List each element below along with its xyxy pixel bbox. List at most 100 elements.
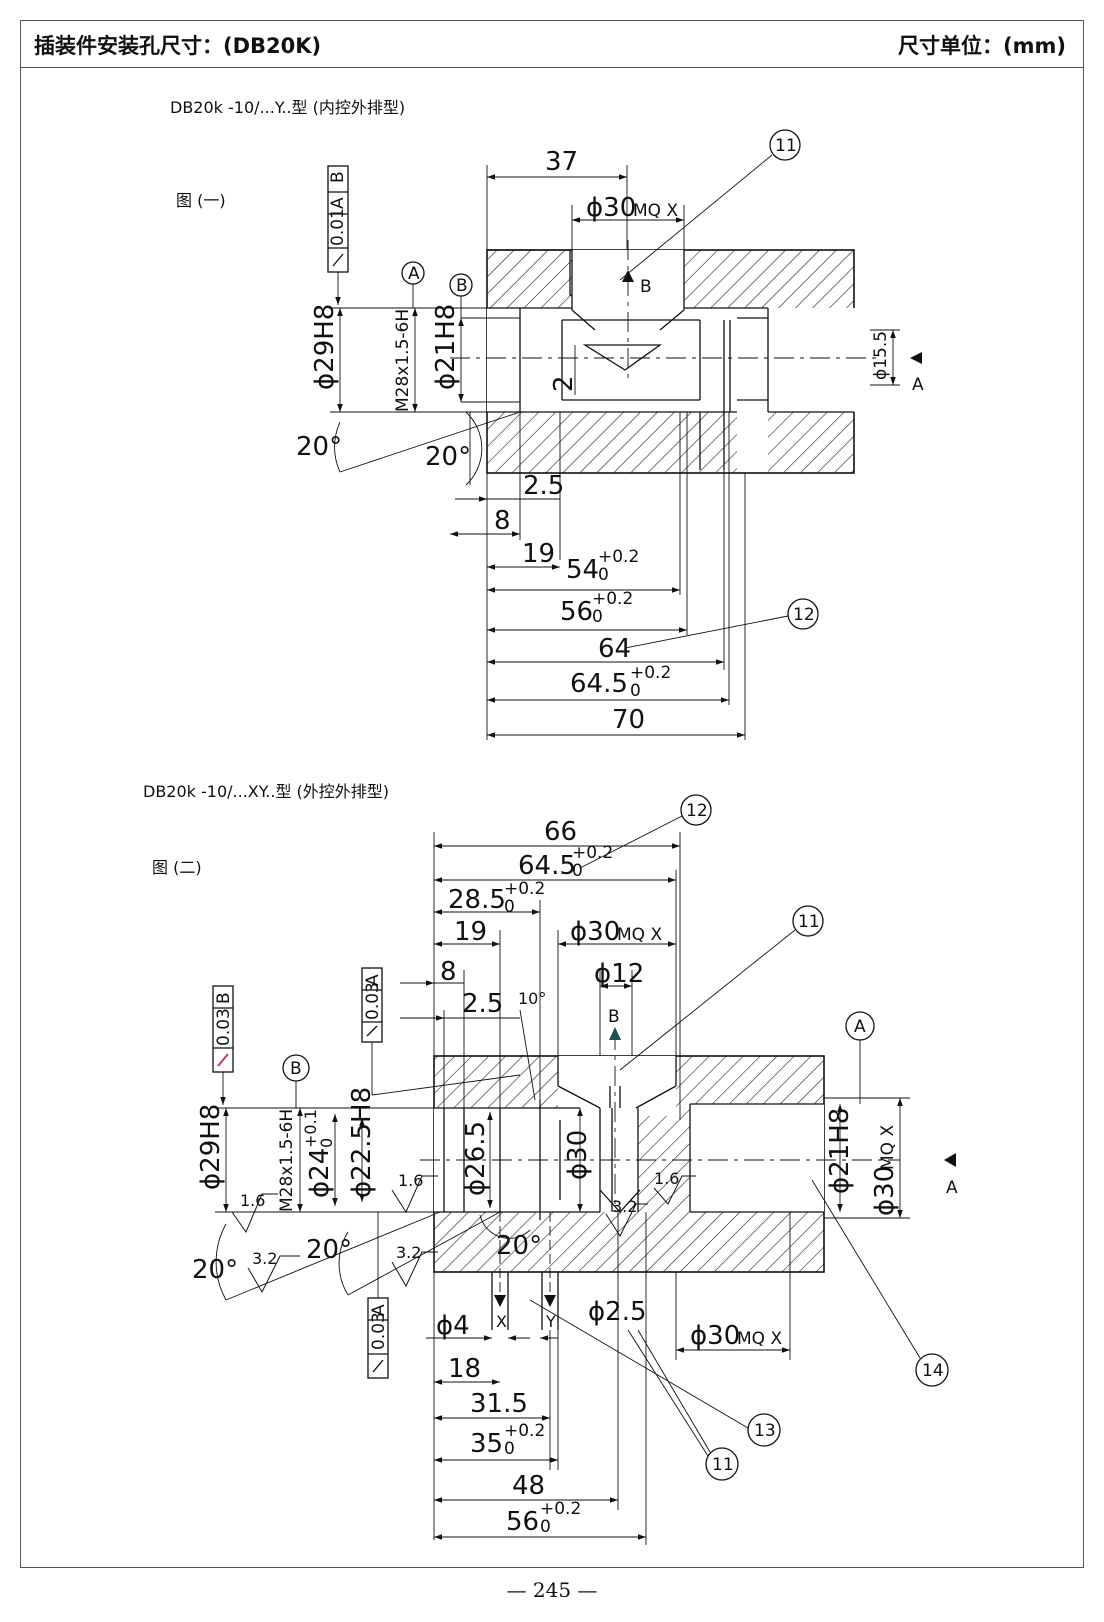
figure1-dim-54-tol-up: +0.2: [598, 547, 639, 567]
figure1-balloon-11-text: 11: [775, 136, 797, 156]
figure2-dim-24-tol-lo: 0: [317, 1138, 336, 1148]
figure2-tola2-value: 0.03: [369, 1312, 389, 1350]
figure2-port-x: X: [496, 1312, 507, 1331]
figure2-dim-56-tol-up: +0.2: [540, 1499, 581, 1519]
figure2-dim-30mq-suffix: MQ X: [617, 925, 662, 945]
figure1-balloon-11: [769, 129, 801, 161]
figure1-tol-value: 0.01: [328, 208, 348, 246]
figure2-dim-24: ϕ24: [305, 1148, 335, 1198]
figure2-dim-29: ϕ29H8: [196, 1104, 226, 1190]
page-number: — 245 —: [506, 1578, 598, 1602]
figure2-dim-56: 56: [506, 1507, 539, 1537]
figure1-dim-8: 8: [494, 506, 511, 536]
figure2-balloon-11-top: [792, 905, 824, 937]
figure2-roughness-1-6c-icon: [653, 1175, 696, 1205]
figure2-roughness-3-2a-icon: [247, 1255, 300, 1294]
figure2-roughness-1-6c: 1.6: [654, 1169, 679, 1188]
figure1-dim-54: 54: [566, 555, 599, 585]
figure2-angle-20c: 20°: [496, 1231, 542, 1261]
figure2-tolb-value: 0.03: [214, 1008, 234, 1046]
figure2-balloon-11-top-text: 11: [798, 912, 820, 932]
figure2-dim-66: 66: [544, 817, 577, 847]
figure2-dim-2-5b: ϕ2.5: [588, 1297, 647, 1327]
figure1-tol-a: A: [328, 197, 348, 209]
figure2-angle-20b: 20°: [306, 1235, 352, 1265]
figure2-dim-30b: ϕ30: [870, 1166, 900, 1216]
figure1-dim-29: ϕ29H8: [310, 304, 340, 390]
figure1-dim-64-5-tol-lo: 0: [630, 681, 641, 701]
figure2-dim-24-tol-up: +0.1: [301, 1109, 320, 1148]
figure2-dim-30b-suffix: MQ X: [878, 1125, 898, 1170]
figure2-x-arrow-icon: [494, 1295, 506, 1307]
figure2-tolerance-frame-a1: A 0.03: [361, 967, 521, 1096]
figure2-dim-30c-suffix: MQ X: [737, 1329, 782, 1349]
figure2-dim-64-5: 64.5: [518, 851, 576, 881]
figure2-roughness-1-6a-icon: [231, 1193, 278, 1234]
figure1-dim-m28: M28x1.5-6H: [393, 309, 413, 412]
figure2-tolerance-frame-a2: A 0.03: [367, 1212, 389, 1379]
figure2-balloon-13-text: 13: [754, 1421, 776, 1441]
figure2-balloon-14: [915, 1353, 949, 1387]
figure2-section-arrow-icon: [944, 1153, 956, 1167]
figure2-dim-28-5-tol-lo: 0: [504, 897, 515, 917]
figure1-dim-15-5: ϕ15.5: [871, 331, 891, 380]
page-frame: [20, 20, 1084, 1568]
figure-2: DB20k -10/...XY..型 (外控外排型) 图 (二): [143, 782, 958, 1545]
figure2-section-a: A: [946, 1178, 958, 1198]
figure1-dim-21: ϕ21H8: [431, 304, 461, 390]
figure1-caption: DB20k -10/...Y..型 (内控外排型): [170, 98, 405, 117]
figure2-dim-18: 18: [448, 1354, 481, 1384]
figure2-roughness-3-2c: 3.2: [612, 1197, 637, 1216]
figure2-tola1-a: A: [363, 974, 383, 986]
figure1-dim-2-5: 2.5: [523, 471, 564, 501]
figure2-dim-m28: M28x1.5-6H: [277, 1109, 297, 1212]
figure1-body-section: [450, 240, 880, 474]
figure1-dim-37: 37: [545, 147, 578, 177]
figure1-dim-56-tol-up: +0.2: [592, 589, 633, 609]
figure2-dim-30c: ϕ30: [690, 1321, 740, 1351]
figure2-roughness-1-6b-icon: [391, 1175, 438, 1214]
figure1-angle-20a: 20°: [296, 432, 342, 462]
figure2-dim-35-tol-up: +0.2: [504, 1421, 545, 1441]
figure2-tola1-value: 0.03: [363, 982, 383, 1020]
figure2-tolerance-frame-b: B 0.03: [212, 985, 234, 1105]
figure2-balloon-14-text: 14: [922, 1361, 944, 1381]
figure2-dim-22-5: ϕ22.5H8: [347, 1087, 377, 1198]
figure1-section-arrow-icon: [910, 352, 922, 364]
figure2-y-arrow-icon: [544, 1295, 556, 1307]
figure2-dim-64-5-tol-up: +0.2: [572, 843, 613, 863]
figure2-balloon-13: [747, 1413, 781, 1447]
figure2-dim-30mq: ϕ30: [570, 917, 620, 947]
figure2-balloon-11-bottom-text: 11: [712, 1455, 734, 1475]
figure1-section-a: A: [912, 375, 924, 395]
figure1-dim-70: 70: [612, 705, 645, 735]
figure1-datum-a-text: A: [408, 264, 420, 284]
figure-1: DB20k -10/...Y..型 (内控外排型) 图 (一): [170, 98, 924, 740]
figure2-balloon-12-text: 12: [686, 801, 708, 821]
figure2-datum-a-text: A: [854, 1017, 866, 1037]
figure2-label: 图 (二): [152, 858, 202, 877]
figure2-balloon-11-bottom: [705, 1447, 739, 1481]
figure2-dim-8: 8: [440, 957, 457, 987]
figure1-datum-b-text: B: [456, 276, 468, 296]
figure2-dim-35: 35: [470, 1429, 503, 1459]
figure2-body-section: [420, 1030, 900, 1330]
figure2-roughness-3-2b-icon: [391, 1251, 438, 1288]
figure1-dim-2: 2: [549, 375, 579, 392]
figure2-dim-48: 48: [512, 1471, 545, 1501]
figure1-balloon-12: [787, 598, 819, 630]
figure2-dim-30-center: ϕ30: [563, 1130, 593, 1180]
figure2-dim-12: ϕ12: [594, 959, 644, 989]
figure2-dim-28-5: 28.5: [448, 885, 506, 915]
figure2-roughness-3-2a: 3.2: [252, 1249, 277, 1268]
header-bar: 插装件安装孔尺寸：(DB20K) 尺寸单位：(mm): [20, 20, 1084, 68]
figure2-roughness-1-6b: 1.6: [398, 1171, 423, 1190]
figure2-datum-b-text: B: [290, 1059, 302, 1079]
figure2-b-arrow-icon: [609, 1027, 621, 1040]
figure2-caption: DB20k -10/...XY..型 (外控外排型): [143, 782, 389, 801]
figure1-b-arrow-icon: [622, 270, 634, 282]
figure2-roughness-1-6a: 1.6: [240, 1191, 265, 1210]
figure1-dim-64: 64: [598, 634, 631, 664]
figure2-dim-4: ϕ4: [436, 1311, 470, 1341]
